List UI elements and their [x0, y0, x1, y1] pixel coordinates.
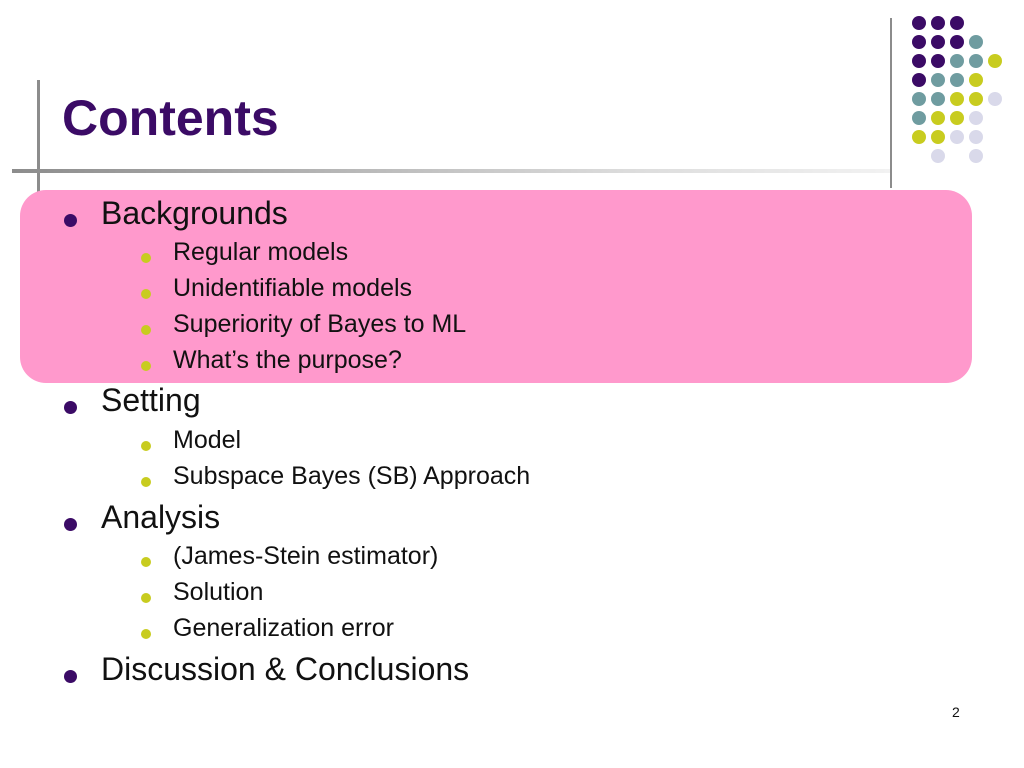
outline-subitem: Regular models: [173, 238, 349, 266]
decorative-dot: [950, 130, 964, 144]
outline-section: Backgrounds: [101, 195, 288, 231]
page-number: 2: [952, 704, 960, 720]
outline-section: Discussion & Conclusions: [101, 651, 470, 687]
bullet-dot: [141, 441, 151, 451]
bullet-dot: [141, 325, 151, 335]
outline-subitem: What’s the purpose?: [173, 346, 402, 374]
decorative-dot: [912, 92, 926, 106]
decorative-dot: [912, 73, 926, 87]
outline-subitem: (James-Stein estimator): [173, 542, 439, 570]
decorative-dot: [969, 54, 983, 68]
decorative-dot: [912, 54, 926, 68]
outline-subitem: Unidentifiable models: [173, 274, 413, 302]
decorative-dot: [931, 130, 945, 144]
right-divider-line: [890, 18, 892, 188]
decorative-dot: [950, 111, 964, 125]
decorative-dot: [969, 35, 983, 49]
decorative-dot: [988, 92, 1002, 106]
decorative-dot: [931, 149, 945, 163]
decorative-dot: [912, 111, 926, 125]
outline-section: Analysis: [101, 499, 221, 535]
decorative-dot: [969, 92, 983, 106]
decorative-dot: [912, 35, 926, 49]
bullet-dot: [64, 401, 77, 414]
outline-section: Setting: [101, 382, 201, 418]
left-divider-line: [37, 80, 40, 195]
decorative-dot: [988, 54, 1002, 68]
decorative-dot: [931, 16, 945, 30]
bullet-dot: [141, 289, 151, 299]
decorative-dot: [950, 92, 964, 106]
bullet-dot: [141, 477, 151, 487]
decorative-dot: [950, 54, 964, 68]
bullet-dot: [141, 361, 151, 371]
bullet-dot: [141, 593, 151, 603]
bullet-dot: [64, 518, 77, 531]
decorative-dot: [950, 16, 964, 30]
decorative-dot: [931, 54, 945, 68]
decorative-dot: [931, 92, 945, 106]
bullet-dot: [141, 629, 151, 639]
title-underline: [12, 169, 892, 173]
decorative-dot: [950, 73, 964, 87]
decorative-dot: [912, 16, 926, 30]
decorative-dot: [969, 130, 983, 144]
decorative-dot: [931, 111, 945, 125]
bullet-dot: [141, 557, 151, 567]
slide-title: Contents: [62, 90, 279, 146]
outline-subitem: Superiority of Bayes to ML: [173, 310, 467, 338]
decorative-dot: [969, 149, 983, 163]
bullet-dot: [141, 253, 151, 263]
decorative-dot: [950, 35, 964, 49]
backgrounds-highlight-box: [20, 190, 972, 383]
outline-subitem: Solution: [173, 578, 264, 606]
decorative-dot: [969, 111, 983, 125]
outline-subitem: Generalization error: [173, 614, 394, 642]
outline-subitem: Model: [173, 426, 242, 454]
outline-subitem: Subspace Bayes (SB) Approach: [173, 462, 531, 490]
bullet-dot: [64, 214, 77, 227]
bullet-dot: [64, 670, 77, 683]
decorative-dot: [969, 73, 983, 87]
decorative-dot: [931, 35, 945, 49]
decorative-dot: [912, 130, 926, 144]
decorative-dot: [931, 73, 945, 87]
